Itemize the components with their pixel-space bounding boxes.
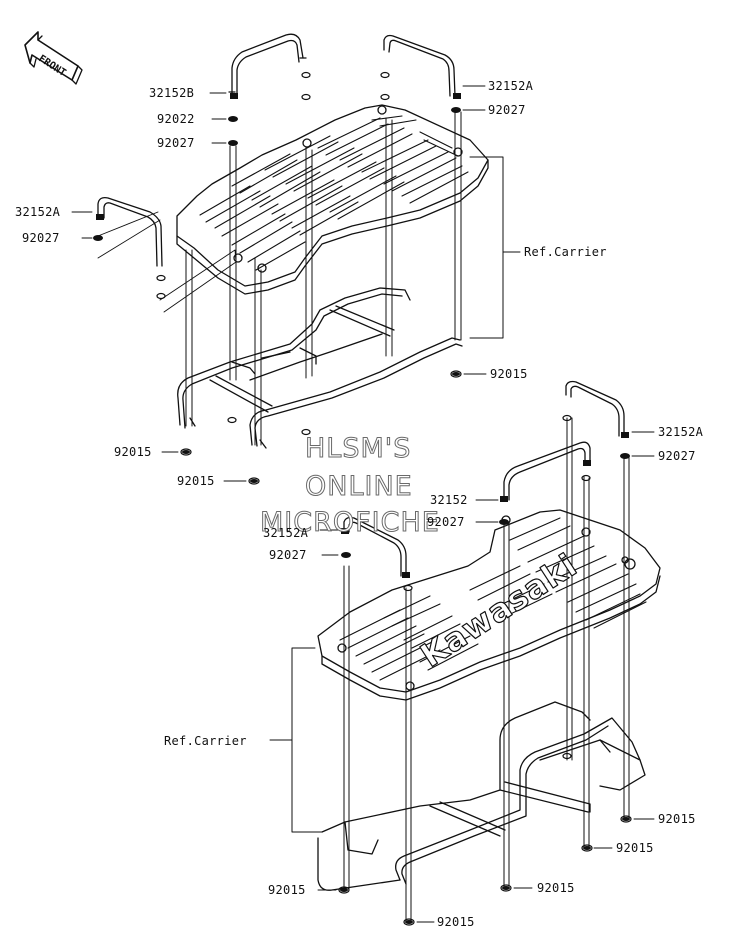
label-lower-bar-right: 32152A (658, 425, 704, 439)
label-lower-bar-left: 32152A (263, 526, 309, 540)
label-upper-bar-side: 32152A (15, 205, 61, 219)
watermark-line-2: ONLINE (305, 471, 413, 502)
label-lower-bar-mid: 32152 (430, 493, 468, 507)
upper-carrier-assembly (71, 33, 521, 485)
label-lower-nut-mid: 92015 (537, 881, 575, 895)
label-upper-nut-right: 92015 (490, 367, 528, 381)
front-arrow-icon: FRONT (24, 31, 83, 85)
label-lower-nut-left: 92015 (268, 883, 306, 897)
label-upper-washer-2: 92027 (157, 136, 195, 150)
label-upper-nut-left: 92015 (114, 445, 152, 459)
label-lower-washer-mid: 92027 (427, 515, 465, 529)
label-upper-nut-mid: 92015 (177, 474, 215, 488)
label-lower-washer-right: 92027 (658, 449, 696, 463)
label-lower-ref-carrier: Ref.Carrier (164, 734, 247, 748)
label-lower-nut-right: 92015 (658, 812, 696, 826)
label-upper-washer-1: 92022 (157, 112, 195, 126)
label-lower-washer-left: 92027 (269, 548, 307, 562)
label-upper-washer-side: 92027 (22, 231, 60, 245)
label-upper-bar-right: 32152A (488, 79, 534, 93)
label-upper-ref-carrier: Ref.Carrier (524, 245, 607, 259)
label-lower-nut-right-2: 92015 (616, 841, 654, 855)
label-upper-washer-right: 92027 (488, 103, 526, 117)
watermark-line-3: MICROFICHE (260, 507, 440, 538)
label-upper-bar-left: 32152B (149, 86, 195, 100)
lower-carrier-assembly (269, 380, 661, 926)
label-lower-nut-bottom: 92015 (437, 915, 475, 929)
watermark-line-1: HLSM'S (304, 433, 412, 464)
